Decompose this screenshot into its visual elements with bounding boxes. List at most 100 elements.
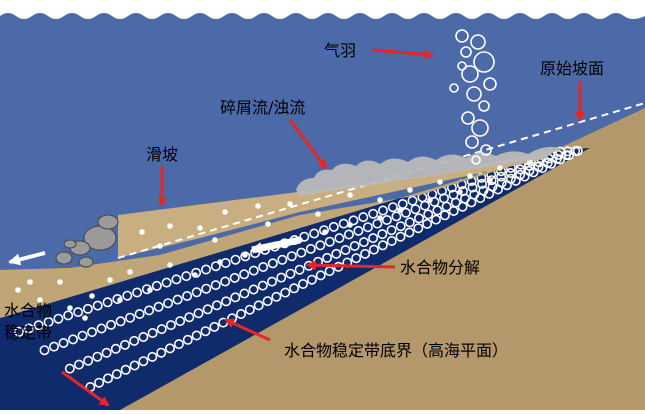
landslide-block (118, 150, 555, 258)
hydrate-bubble (220, 276, 231, 287)
hydrate-bubble (48, 341, 59, 352)
sediment-dot (322, 229, 328, 235)
hydrate-bubble (248, 284, 259, 295)
hydrate-bubble (562, 146, 573, 157)
plume-bubble (483, 77, 497, 91)
hydrate-bubble (92, 300, 103, 311)
hydrate-bubble (309, 228, 320, 239)
hydrate-bubble (230, 292, 241, 303)
hydrate-bubble (240, 251, 251, 262)
hydrate-bubble (129, 335, 140, 346)
hydrate-bubble (182, 290, 193, 301)
plume-bubble (480, 144, 492, 156)
hydrate-bubble (153, 301, 164, 312)
hydrate-bubble (181, 271, 192, 282)
plume-bubble (465, 135, 479, 149)
hydrate-bubble (262, 296, 273, 307)
label-hsz-base: 水合物稳定带底界（高海平面） (284, 341, 508, 360)
hydrate-bubble (201, 283, 212, 294)
hydrate-bubble (102, 297, 113, 308)
hydrate-bubble (134, 308, 145, 319)
hydrate-bubble (147, 327, 158, 338)
hydrate-bubble (353, 225, 364, 236)
hydrate-bubble (362, 222, 373, 233)
lower-sediment (0, 150, 560, 318)
hydrate-bubble (271, 291, 282, 302)
hydrate-bubble (173, 339, 184, 350)
landslide-dot (222, 209, 228, 215)
hydrate-bubble (239, 269, 250, 280)
hydrate-bubble (289, 283, 300, 294)
hydrate-bubble (322, 252, 333, 263)
hydrate-bubble (106, 319, 117, 330)
hydrate-bubble (404, 227, 415, 238)
hydrate-bubble (229, 272, 240, 283)
hydrate-bubble (368, 208, 379, 219)
hydrate-bubble (410, 204, 421, 215)
hydrate-bubble (324, 236, 335, 247)
hydrate-bubble (377, 229, 388, 240)
landslide-dot (197, 225, 203, 231)
hydrate-bubble (23, 323, 34, 334)
hydrate-bubble (360, 248, 371, 259)
hydrate-bubble (372, 218, 383, 229)
hydrate-bubble (83, 355, 94, 366)
hydrate-bubble (258, 261, 269, 272)
landslide-dot (287, 201, 293, 207)
sediment-dot (242, 252, 248, 258)
callout-arrows (61, 48, 585, 407)
hydrate-bubble (129, 360, 140, 371)
hydrate-bubble (294, 264, 305, 275)
hydrate-bubble (248, 265, 259, 276)
hydrate-bubble (230, 254, 241, 265)
hydrate-bubble (111, 369, 122, 380)
hydrate-bubble (82, 303, 93, 314)
hydrate-bubble (386, 236, 397, 247)
landslide-dots (139, 159, 533, 249)
plume-bubble (470, 34, 486, 50)
hydrate-bubble (423, 209, 434, 220)
hydrate-bubble (315, 240, 326, 251)
hydrate-bubble (193, 308, 204, 319)
hydrate-bubble (39, 345, 50, 356)
hydrate-bubble (413, 223, 424, 234)
plume-bubble (455, 29, 469, 43)
sediment-dot (107, 277, 113, 283)
hydrate-bubble (257, 280, 268, 291)
hydrate-bubble (175, 316, 186, 327)
hydrate-bubble (467, 182, 478, 193)
plume-bubble (473, 51, 495, 73)
hydrate-bubble (377, 240, 388, 251)
hydrate-bubble (165, 343, 176, 354)
label-landslide: 滑坡 (146, 145, 178, 164)
sediment-dot (37, 297, 43, 303)
sediment-dot (67, 305, 73, 311)
hydrate-bubble (74, 359, 85, 370)
hydrate-bubble (73, 307, 84, 318)
hydrate-bubble (151, 280, 162, 291)
hydrate-bubble (156, 347, 167, 358)
hydrate-bubble (430, 214, 441, 225)
sediment-dot (15, 287, 21, 293)
hydrate-bubble (476, 178, 487, 189)
hydrate-bubble (476, 172, 487, 183)
sediment-dot (127, 269, 133, 275)
hydrate-bubble (120, 364, 131, 375)
hydrate-bubble (397, 199, 408, 210)
hydrate-bubble (395, 221, 406, 232)
plume-bubble (478, 100, 490, 112)
hydrate-bubble (343, 229, 354, 240)
hydrate-bubble (132, 287, 143, 298)
hydrate-bubble (524, 165, 535, 176)
hydrate-bubble (253, 300, 264, 311)
debris-cloud (296, 146, 560, 196)
hydrate-bubble (305, 243, 316, 254)
deep-sediment (120, 140, 645, 410)
hydrate-bubble (163, 298, 174, 309)
hydrate-bubble (87, 327, 98, 338)
hydrate-bubble (400, 207, 411, 218)
hydrate-bubble (110, 343, 121, 354)
hydrate-bubble (94, 377, 105, 388)
sediment-dot (117, 297, 123, 303)
